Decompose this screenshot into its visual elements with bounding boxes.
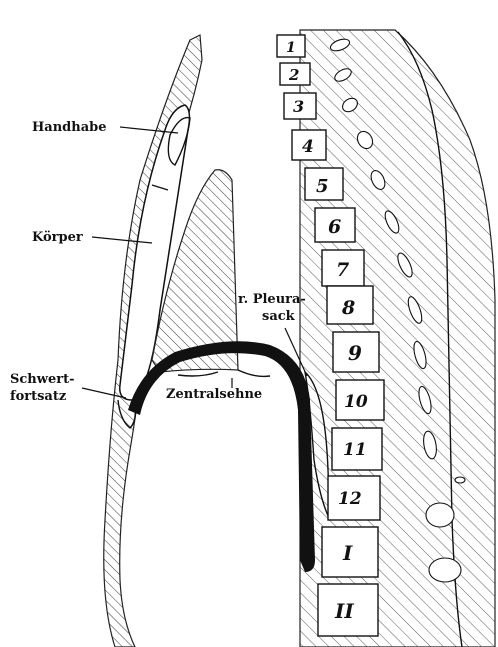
vertebra-label: 7 xyxy=(336,259,349,281)
vertebra-label: II xyxy=(334,599,354,623)
label-koerper: Körper xyxy=(32,230,83,245)
vertebra-label: 2 xyxy=(288,66,299,84)
vertebra-label: 6 xyxy=(328,216,341,238)
vertebra-label: 8 xyxy=(341,297,355,319)
vertebra-label: 5 xyxy=(316,176,329,197)
vertebra-label: 3 xyxy=(293,97,304,116)
vertebra-label: 11 xyxy=(343,440,367,460)
vertebra-label: 9 xyxy=(348,341,362,365)
vertebra-label: 4 xyxy=(302,137,314,157)
central-tendon-line xyxy=(178,370,270,376)
vertebra-label: 1 xyxy=(286,40,296,56)
label-pleura-line1: r. Pleura- xyxy=(238,292,306,307)
vertebra-label: I xyxy=(342,541,353,565)
label-schwertfortsatz-line2: fortsatz xyxy=(10,389,66,404)
vertebra-label: 10 xyxy=(344,392,368,412)
label-zentralsehne: Zentralsehne xyxy=(166,387,262,402)
label-handhabe: Handhabe xyxy=(32,120,106,135)
diaphragm xyxy=(128,341,315,572)
label-pleura-line2: sack xyxy=(262,309,296,324)
label-schwertfortsatz-line1: Schwert- xyxy=(10,372,74,387)
vertebra-label: 12 xyxy=(338,489,362,509)
